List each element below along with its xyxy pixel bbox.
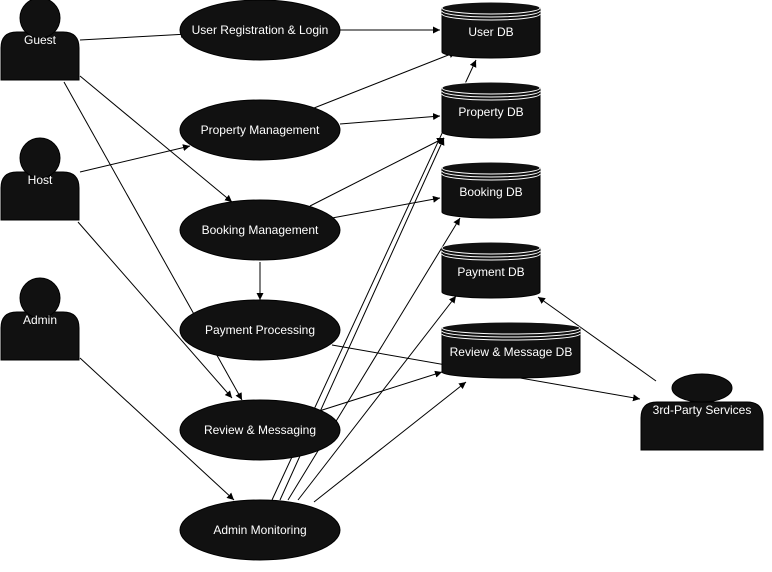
edge-adm-to-paydb [297, 295, 457, 501]
actor-admin[interactable]: Admin [0, 277, 80, 361]
process-shape [179, 199, 341, 261]
actor-guest[interactable]: Guest [0, 0, 80, 81]
process-reg[interactable]: User Registration & Login [179, 0, 341, 61]
datastore-label: Booking DB [459, 185, 522, 199]
cylinder-shape [441, 81, 541, 139]
edge-host-to-prop [79, 144, 191, 173]
datastore-propdb[interactable]: Property DB [441, 81, 541, 139]
cylinder-shape [441, 161, 541, 219]
actor-icon [640, 373, 764, 451]
datastore-userdb[interactable]: User DB [441, 1, 541, 59]
actor-label: Guest [24, 33, 57, 47]
process-label: Payment Processing [205, 323, 315, 337]
actor-host[interactable]: Host [0, 137, 80, 221]
process-adm[interactable]: Admin Monitoring [179, 499, 341, 561]
cylinder-shape [441, 241, 541, 299]
edge-rev-to-revdb [315, 370, 443, 413]
process-shape [179, 499, 341, 561]
actor-icon [0, 277, 80, 361]
actor-label: Admin [23, 313, 57, 327]
datastore-label: Review & Message DB [450, 345, 573, 359]
edge-adm-to-revdb [313, 381, 467, 503]
actor-label: Host [28, 173, 53, 187]
edge-book-to-propdb [309, 137, 445, 207]
edges-layer [63, 26, 657, 503]
datastore-label: Payment DB [457, 265, 524, 279]
actor-third[interactable]: 3rd-Party Services [640, 373, 764, 451]
edge-admin-to-adm [79, 357, 235, 501]
edge-guest-to-book [79, 75, 233, 203]
cylinder-shape [441, 321, 581, 379]
edge-third-to-paydb [537, 296, 657, 382]
process-pay[interactable]: Payment Processing [179, 299, 341, 361]
process-label: Review & Messaging [204, 423, 316, 437]
edge-guest-to-reg [79, 30, 189, 41]
actor-label: 3rd-Party Services [653, 403, 752, 417]
process-shape [179, 99, 341, 161]
datastore-label: Property DB [458, 105, 523, 119]
process-shape [179, 399, 341, 461]
edge-prop-to-propdb [339, 113, 441, 125]
process-label: Admin Monitoring [213, 523, 306, 537]
process-prop[interactable]: Property Management [179, 99, 341, 161]
actor-icon [0, 137, 80, 221]
process-shape [179, 299, 341, 361]
process-label: Property Management [201, 123, 320, 137]
datastore-label: User DB [468, 25, 513, 39]
edge-book-to-bookdb [331, 195, 441, 219]
datastore-revdb[interactable]: Review & Message DB [441, 321, 581, 379]
edge-adm-to-bookdb [287, 217, 461, 501]
process-shape [179, 0, 341, 61]
process-rev[interactable]: Review & Messaging [179, 399, 341, 461]
cylinder-shape [441, 1, 541, 59]
actor-icon [0, 0, 80, 81]
datastore-paydb[interactable]: Payment DB [441, 241, 541, 299]
process-label: User Registration & Login [192, 23, 329, 37]
edge-prop-to-userdb [313, 51, 457, 109]
edge-host-to-rev [77, 221, 233, 399]
datastore-bookdb[interactable]: Booking DB [441, 161, 541, 219]
process-label: Booking Management [202, 223, 319, 237]
process-book[interactable]: Booking Management [179, 199, 341, 261]
